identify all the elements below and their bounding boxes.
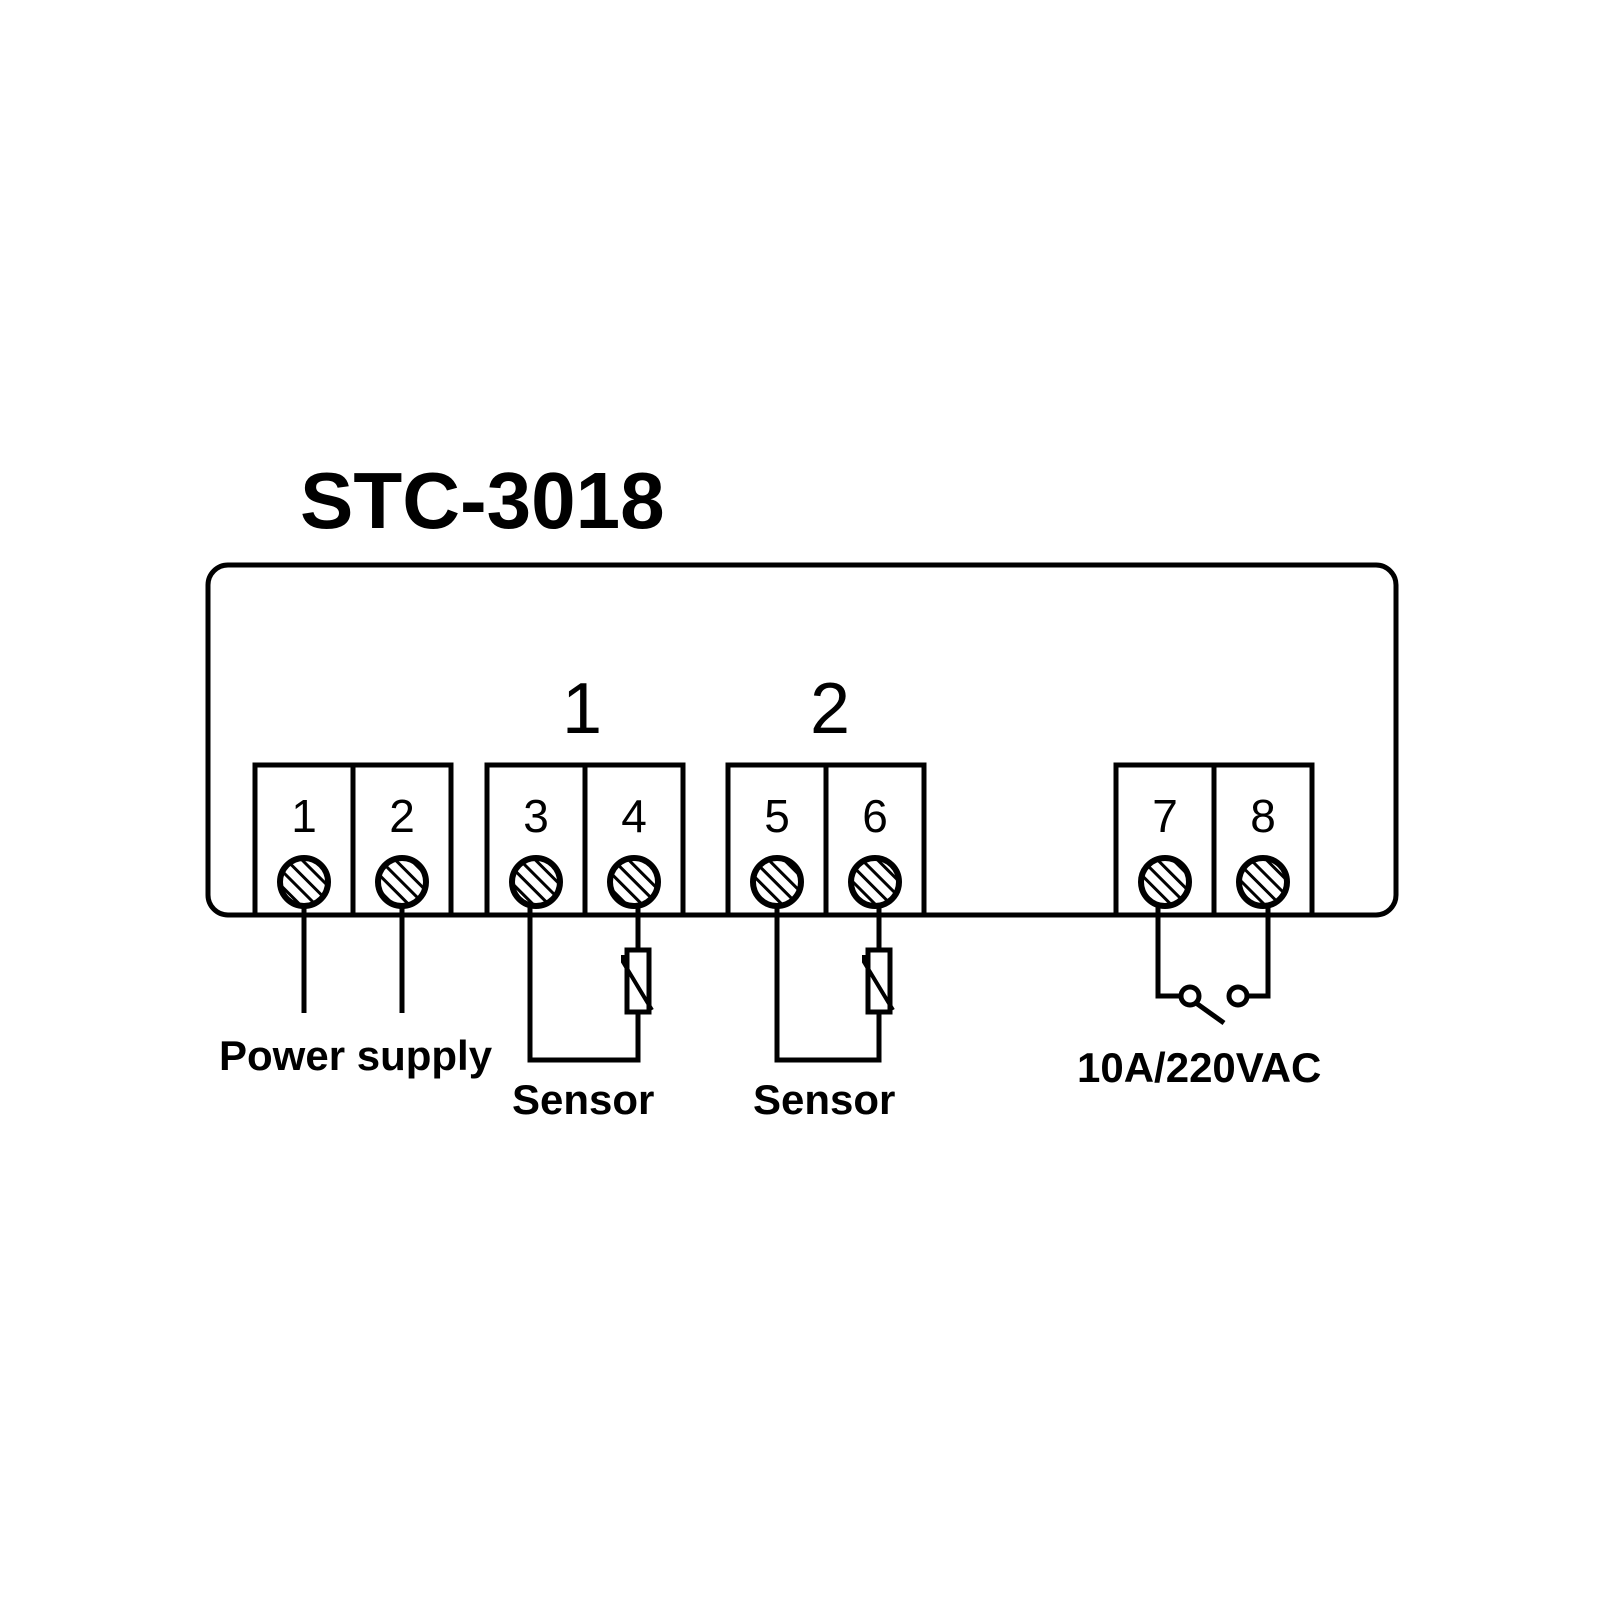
terminal-block-relay — [1113, 762, 1315, 918]
terminal-screw-icon — [750, 855, 804, 909]
terminal-screw-icon — [1138, 855, 1192, 909]
terminal-screw-icon — [375, 855, 429, 909]
channel-label-1: 1 — [562, 669, 602, 749]
terminal-number-7: 7 — [1152, 790, 1178, 842]
terminal-number-8: 8 — [1250, 790, 1276, 842]
terminal-block-power — [252, 762, 454, 918]
terminal-number-5: 5 — [764, 790, 790, 842]
sensor-2-wiring — [774, 906, 895, 1063]
label-relay-rating: 10A/220VAC — [1077, 1044, 1321, 1091]
terminal-block-sensor-1 — [484, 762, 686, 918]
relay-wiring — [1155, 906, 1271, 1026]
thermistor-icon — [862, 947, 895, 1015]
terminal-screw-icon — [1236, 855, 1290, 909]
switch-contact-icon — [1178, 984, 1250, 1026]
sensor-1-wiring — [527, 906, 654, 1063]
channel-label-2: 2 — [810, 669, 850, 749]
terminal-screw-icon — [277, 855, 331, 909]
device-title: STC-3018 — [300, 456, 665, 545]
thermistor-icon — [621, 947, 654, 1015]
terminal-screw-icon — [607, 855, 661, 909]
terminal-screw-icon — [848, 855, 902, 909]
terminal-number-2: 2 — [389, 790, 415, 842]
label-sensor-1: Sensor — [512, 1076, 654, 1123]
terminal-screw-icon — [509, 855, 563, 909]
terminal-number-6: 6 — [862, 790, 888, 842]
terminal-number-3: 3 — [523, 790, 549, 842]
power-wires — [301, 906, 405, 1013]
terminal-number-4: 4 — [621, 790, 647, 842]
terminal-number-1: 1 — [291, 790, 317, 842]
terminal-block-sensor-2 — [725, 762, 927, 918]
label-sensor-2: Sensor — [753, 1076, 895, 1123]
label-power-supply: Power supply — [219, 1032, 493, 1079]
